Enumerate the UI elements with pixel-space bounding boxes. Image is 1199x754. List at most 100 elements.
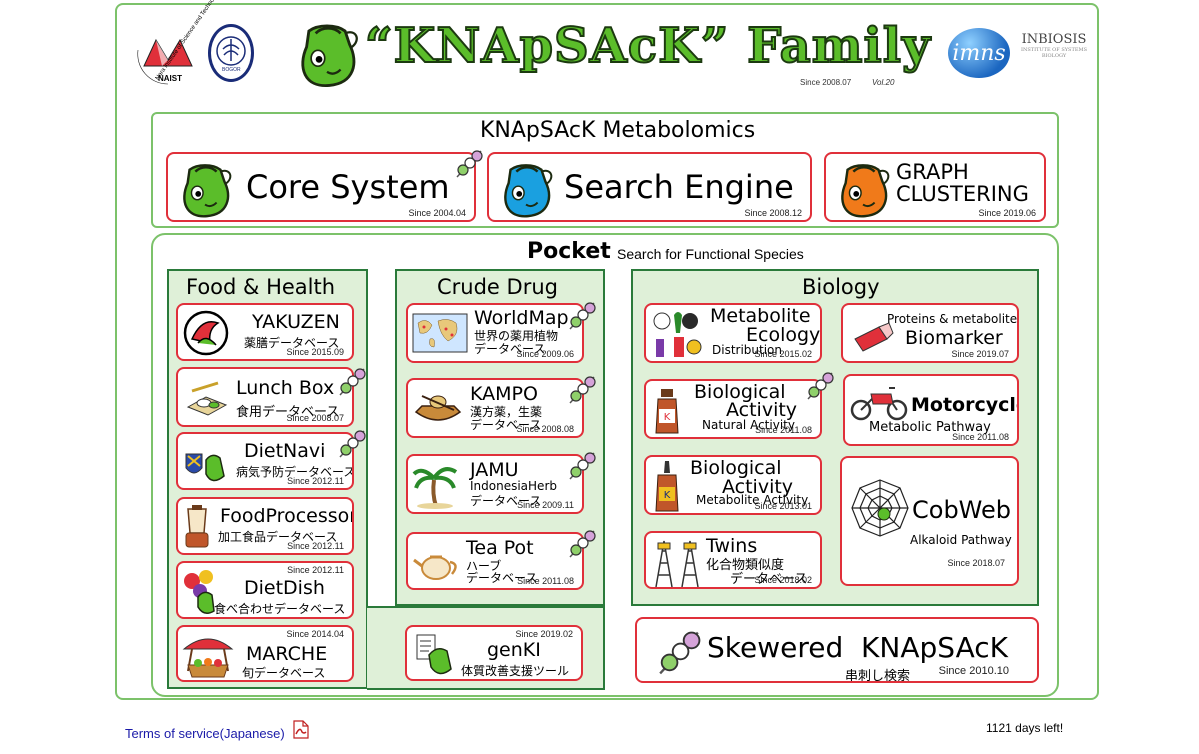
palm-tree-icon (412, 467, 458, 509)
jamu-sub2: データベース (470, 494, 542, 508)
tea-pot-sub2: データベース (466, 571, 538, 585)
terms-of-service-link[interactable]: Terms of service(Japanese) (125, 726, 285, 741)
marche-label: MARCHE (246, 643, 328, 665)
lunch-box-sub: 食用データベース (236, 405, 340, 420)
tea-pot-label: Tea Pot (466, 537, 534, 559)
lunch-box-since: Since 2008.07 (286, 413, 344, 423)
tea-pot-button[interactable]: Tea Pot ハーブ データベース Since 2011.08 (406, 532, 584, 590)
graph-clustering-since: Since 2019.06 (978, 208, 1036, 218)
knapsack-mascot-icon (497, 162, 555, 220)
metabolite-ecology-line2: Ecology (746, 324, 821, 346)
twins-since: Since 2018.02 (754, 575, 812, 585)
pocket-heading: Pocket (527, 239, 611, 264)
yakuzen-label: YAKUZEN (252, 311, 340, 333)
imns-logo[interactable]: imns (948, 28, 1010, 78)
metabolite-ecology-icon (653, 312, 702, 357)
metabolite-ecology-line1: Metabolite (710, 305, 811, 327)
twins-label: Twins (706, 535, 758, 557)
food-processor-icon (185, 505, 209, 548)
cobweb-button[interactable]: CobWeb Alkaloid Pathway Since 2018.07 (840, 456, 1019, 586)
yakuzen-sub: 薬膳データベース (244, 336, 340, 350)
skewered-knapsack-button[interactable]: Skewered KNApSAcK 串刺し検索 Since 2010.10 (635, 617, 1039, 683)
biomarker-label: Biomarker (905, 327, 1003, 349)
cobweb-since: Since 2018.07 (947, 558, 1005, 568)
food-processor-button[interactable]: FoodProcessor 加工食品データベース Since 2012.11 (176, 497, 354, 555)
inbiosis-logo-subtext: INSTITUTE OF SYSTEMS BIOLOGY (1020, 47, 1088, 59)
jamu-sub1: IndonesiaHerb (470, 479, 557, 493)
kampo-label: KAMPO (470, 383, 538, 405)
title-vol: Vol.20 (872, 78, 895, 87)
worldmap-label: WorldMap (474, 307, 569, 329)
pdf-icon[interactable] (292, 720, 309, 739)
dietnavi-icon (185, 453, 225, 482)
kampo-button[interactable]: KAMPO 漢方薬，生薬 データベース Since 2008.08 (406, 378, 584, 438)
tea-pot-sub1: ハーブ (466, 559, 502, 573)
biological-activity-natural-button[interactable]: K Biological Activity Natural Activity S… (644, 379, 822, 439)
motorcycle-label: Motorcycle (911, 394, 1019, 416)
dietdish-sub: 食べ合わせデータベース (214, 602, 346, 616)
world-map-icon (412, 313, 468, 353)
twin-towers-icon (655, 540, 699, 587)
bio-activity-natural-line2: Activity (726, 399, 798, 421)
food-processor-since: Since 2012.11 (287, 541, 344, 551)
yakuzen-button[interactable]: YAKUZEN 薬膳データベース Since 2015.09 (176, 303, 354, 361)
dango-skewer-icon (657, 631, 701, 675)
motorcycle-sub: Metabolic Pathway (869, 420, 991, 435)
bio-activity-natural-line1: Biological (694, 381, 786, 403)
motorcycle-since: Since 2011.08 (952, 432, 1009, 442)
kampo-sub2: データベース (470, 418, 542, 432)
crude-drug-title: Crude Drug (437, 275, 558, 299)
genki-label: genKI (487, 639, 541, 661)
inbiosis-logo[interactable]: INBIOSIS INSTITUTE OF SYSTEMS BIOLOGY (1018, 32, 1090, 76)
worldmap-sub1: 世界の薬用植物 (474, 329, 559, 343)
genki-clipboard-icon (416, 634, 452, 675)
biomarker-button[interactable]: Proteins & metabolites Biomarker Since 2… (841, 303, 1019, 363)
core-system-button[interactable]: Core System Since 2004.04 (166, 152, 476, 222)
marche-since: Since 2014.04 (286, 629, 344, 639)
jamu-button[interactable]: JAMU IndonesiaHerb データベース Since 2009.11 (406, 454, 584, 514)
twins-button[interactable]: Twins 化合物類似度 データベース Since 2018.02 (644, 531, 822, 589)
bio-activity-metabolite-sub: Metabolite Activity (696, 493, 809, 507)
worldmap-button[interactable]: WorldMap 世界の薬用植物 データベース Since 2009.06 (406, 303, 584, 363)
graph-clustering-line1: GRAPH (896, 160, 969, 184)
genki-button[interactable]: genKI 体質改善支援ツール Since 2019.02 (405, 625, 583, 681)
tea-pot-since: Since 2011.08 (517, 576, 574, 586)
bio-activity-metabolite-line2: Activity (722, 476, 794, 498)
marche-sub: 旬データベース (242, 666, 326, 680)
dietnavi-button[interactable]: DietNavi 病気予防データベース Since 2012.11 (176, 432, 354, 490)
search-engine-button[interactable]: Search Engine Since 2008.12 (487, 152, 812, 222)
biological-activity-metabolite-button[interactable]: K Biological Activity Metabolite Activit… (644, 455, 822, 515)
metabolite-ecology-button[interactable]: Metabolite Ecology Distribution Since 20… (644, 303, 822, 363)
metabolite-ecology-sub: Distribution (712, 343, 783, 357)
dietnavi-since: Since 2012.11 (287, 476, 344, 486)
yakuzen-icon (183, 310, 229, 356)
biomarker-top: Proteins & metabolites (887, 312, 1019, 326)
food-processor-label: FoodProcessor (220, 505, 354, 527)
bogor-logo[interactable]: BOGOR (208, 24, 254, 82)
dango-skewer-icon (568, 452, 596, 480)
bogor-logo-text: BOGOR (222, 67, 241, 73)
knapsack-mascot-icon (834, 162, 892, 220)
dietdish-button[interactable]: DietDish 食べ合わせデータベース Since 2012.11 (176, 561, 354, 619)
pocket-subheading: Search for Functional Species (617, 246, 804, 262)
graph-clustering-button[interactable]: GRAPH CLUSTERING Since 2019.06 (824, 152, 1046, 222)
svg-text:K: K (664, 490, 671, 501)
dango-skewer-icon (568, 530, 596, 558)
dango-skewer-icon (806, 372, 834, 400)
lunch-box-icon (186, 381, 228, 416)
motorcycle-button[interactable]: Motorcycle Metabolic Pathway Since 2011.… (843, 374, 1019, 446)
genki-sub: 体質改善支援ツール (461, 664, 570, 678)
genki-since: Since 2019.02 (515, 629, 573, 639)
yakuzen-since: Since 2015.09 (286, 347, 344, 357)
motorcycle-icon (850, 387, 908, 421)
marche-button[interactable]: MARCHE 旬データベース Since 2014.04 (176, 625, 354, 682)
lunch-box-button[interactable]: Lunch Box 食用データベース Since 2008.07 (176, 367, 354, 427)
search-engine-label: Search Engine (564, 168, 794, 206)
core-system-since: Since 2004.04 (408, 208, 466, 218)
twins-sub1: 化合物類似度 (706, 558, 785, 573)
naist-logo[interactable]: Nara Institute of Science and Technology… (132, 0, 222, 90)
metabolite-ecology-since: Since 2015.02 (754, 349, 812, 359)
imns-logo-text: imns (952, 40, 1006, 66)
twins-sub2: データベース (730, 572, 808, 587)
jamu-label: JAMU (470, 459, 519, 481)
